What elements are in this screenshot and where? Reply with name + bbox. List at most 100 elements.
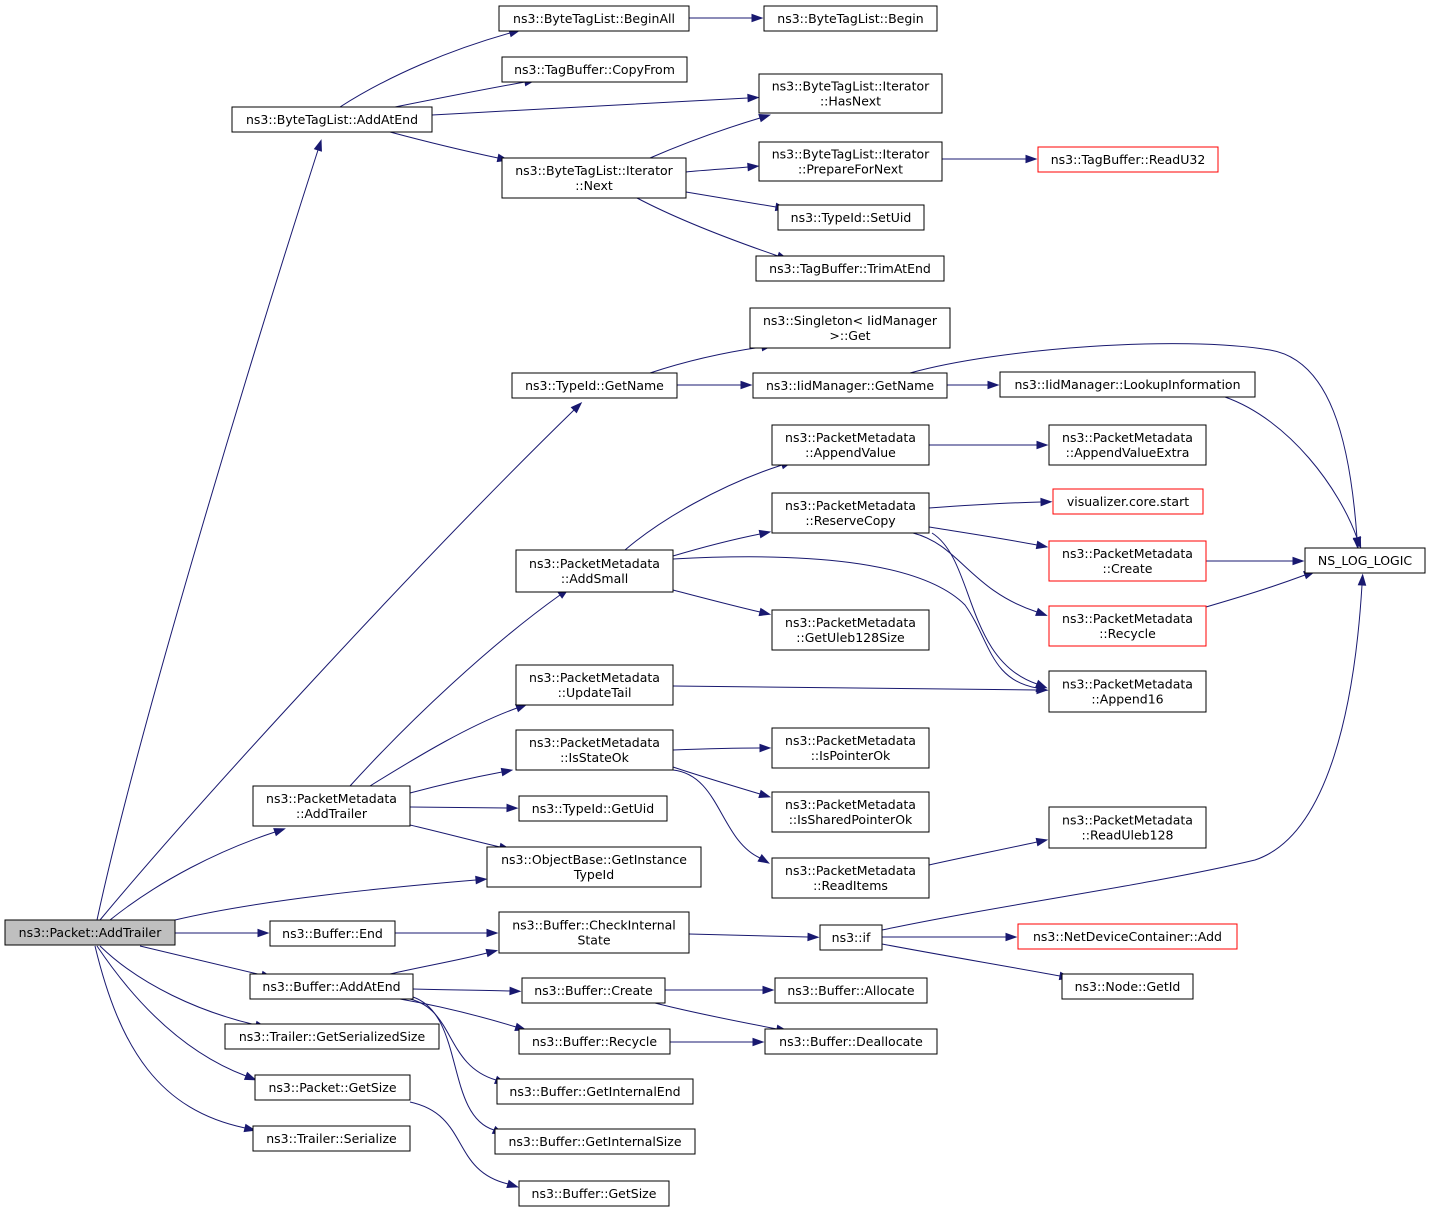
node-tb-copyfrom[interactable]: ns3::TagBuffer::CopyFrom <box>501 56 688 83</box>
node-pm-updatetail[interactable]: ns3::PacketMetadata::UpdateTail <box>515 664 674 706</box>
node-label: ::PrepareForNext <box>798 162 903 177</box>
node-iid-lookup[interactable]: ns3::IidManager::LookupInformation <box>999 371 1256 398</box>
edge-buf_checkinternal-to-ns3_if <box>688 932 820 942</box>
node-box <box>515 664 674 706</box>
node-label: ns3::Buffer::Create <box>534 983 653 998</box>
edge-arrowhead <box>747 162 760 172</box>
node-buf-allocate[interactable]: ns3::Buffer::Allocate <box>774 977 928 1004</box>
edge-line <box>685 166 749 173</box>
edge-arrowhead <box>747 93 760 103</box>
node-box <box>1017 923 1238 950</box>
node-ndc-add[interactable]: ns3::NetDeviceContainer::Add <box>1017 923 1238 950</box>
node-tid-getname[interactable]: ns3::TypeId::GetName <box>511 372 678 399</box>
node-trailer-serialize[interactable]: ns3::Trailer::Serialize <box>252 1125 411 1152</box>
node-pm-getuleb[interactable]: ns3::PacketMetadata::GetUleb128Size <box>771 609 930 651</box>
node-btl-hasnext[interactable]: ns3::ByteTagList::Iterator::HasNext <box>758 73 943 114</box>
edge-line <box>96 945 247 1077</box>
node-tb-readu32[interactable]: ns3::TagBuffer::ReadU32 <box>1037 146 1219 173</box>
edge-btl_next-to-tid_setuid <box>685 191 788 212</box>
node-ns-log-logic[interactable]: NS_LOG_LOGIC <box>1304 547 1426 574</box>
node-box <box>999 371 1256 398</box>
node-ns3-if[interactable]: ns3::if <box>819 924 883 951</box>
node-tb-trimatend[interactable]: ns3::TagBuffer::TrimAtEnd <box>755 255 945 282</box>
node-buf-getinternalsize[interactable]: ns3::Buffer::GetInternalSize <box>494 1128 696 1155</box>
edge-btl_addatend-to-btl_beginall <box>339 28 522 108</box>
node-pm-addtrailer[interactable]: ns3::PacketMetadata::AddTrailer <box>252 785 411 827</box>
node-label: ns3::TagBuffer::TrimAtEnd <box>769 261 931 276</box>
node-pm-recycle[interactable]: ns3::PacketMetadata::Recycle <box>1048 605 1207 647</box>
node-btl-begin[interactable]: ns3::ByteTagList::Begin <box>763 5 938 32</box>
node-pm-readuleb[interactable]: ns3::PacketMetadata::ReadUleb128 <box>1048 806 1207 849</box>
node-label: ns3::PacketMetadata <box>1062 677 1193 692</box>
edge-arrowhead <box>758 529 772 539</box>
edge-line <box>99 945 257 1026</box>
node-pm-appendvalue[interactable]: ns3::PacketMetadata::AppendValue <box>771 424 930 466</box>
edge-line <box>409 824 501 848</box>
node-box <box>758 73 943 114</box>
node-singleton-get[interactable]: ns3::Singleton< IidManager>::Get <box>749 307 951 349</box>
node-buf-deallocate[interactable]: ns3::Buffer::Deallocate <box>764 1028 938 1055</box>
node-addtrailer[interactable]: ns3::Packet::AddTrailer <box>4 919 176 946</box>
node-pm-issharedpointerok[interactable]: ns3::PacketMetadata::IsSharedPointerOk <box>771 791 930 833</box>
node-box <box>269 920 396 947</box>
node-pm-readitems[interactable]: ns3::PacketMetadata::ReadItems <box>771 857 930 899</box>
node-iid-getname[interactable]: ns3::IidManager::GetName <box>752 372 948 399</box>
edge-buf_addatend-to-buf_getinternalsize <box>412 996 505 1135</box>
node-buf-create[interactable]: ns3::Buffer::Create <box>521 977 666 1004</box>
edge-arrowhead <box>758 789 771 798</box>
node-pm-isstateok[interactable]: ns3::PacketMetadata::IsStateOk <box>515 729 674 771</box>
node-btl-addatend[interactable]: ns3::ByteTagList::AddAtEnd <box>231 106 433 133</box>
edge-line <box>431 97 749 116</box>
edge-line <box>672 747 761 751</box>
node-pm-append16[interactable]: ns3::PacketMetadata::Append16 <box>1048 670 1207 713</box>
node-buf-end[interactable]: ns3::Buffer::End <box>269 920 396 947</box>
node-pm-appendvalueextra[interactable]: ns3::PacketMetadata::AppendValueExtra <box>1048 424 1207 466</box>
node-box <box>771 727 930 769</box>
node-btl-preparefornext[interactable]: ns3::ByteTagList::Iterator::PrepareForNe… <box>758 141 943 182</box>
edge-arrowhead <box>570 401 583 414</box>
edge-arrowhead <box>807 932 820 942</box>
node-box <box>1061 973 1194 1000</box>
edge-line <box>369 707 518 787</box>
edge-pkt_getsize-to-buf_getsize <box>409 1101 519 1188</box>
node-box <box>4 919 176 946</box>
node-tid-setuid[interactable]: ns3::TypeId::SetUid <box>777 204 925 231</box>
node-label: ns3::ObjectBase::GetInstance <box>501 852 687 867</box>
node-buf-recycle[interactable]: ns3::Buffer::Recycle <box>518 1028 671 1055</box>
edge-line <box>672 766 761 795</box>
node-trailer-getsersize[interactable]: ns3::Trailer::GetSerializedSize <box>224 1023 440 1050</box>
node-buf-addatend[interactable]: ns3::Buffer::AddAtEnd <box>249 973 414 1000</box>
node-tid-getuid[interactable]: ns3::TypeId::GetUid <box>518 795 668 822</box>
node-vis-start[interactable]: visualizer.core.start <box>1052 488 1204 515</box>
node-box <box>1052 488 1204 515</box>
node-label: ns3::Packet::GetSize <box>268 1080 396 1095</box>
node-label: ::Recycle <box>1099 626 1156 641</box>
edge-arrowhead <box>500 767 514 777</box>
edge-line <box>399 998 517 1028</box>
node-pkt-getsize[interactable]: ns3::Packet::GetSize <box>254 1074 411 1101</box>
edge-ns3_if-to-ndc_add <box>882 932 1018 942</box>
edge-btl_addatend-to-btl_hasnext <box>431 93 760 116</box>
node-label: ns3::ByteTagList::Begin <box>777 11 923 26</box>
node-pm-ispointerok[interactable]: ns3::PacketMetadata::IsPointerOk <box>771 727 930 769</box>
node-pm-addsmall[interactable]: ns3::PacketMetadata::AddSmall <box>515 549 674 593</box>
node-label: ns3::Buffer::GetInternalSize <box>508 1134 681 1149</box>
edge-arrowhead <box>1005 932 1018 942</box>
node-label: NS_LOG_LOGIC <box>1318 553 1413 568</box>
node-btl-beginall[interactable]: ns3::ByteTagList::BeginAll <box>498 5 690 32</box>
node-label: ns3::PacketMetadata <box>1062 611 1193 626</box>
node-pm-create[interactable]: ns3::PacketMetadata::Create <box>1048 540 1207 582</box>
node-pm-reservecopy[interactable]: ns3::PacketMetadata::ReserveCopy <box>771 492 930 534</box>
node-btl-next[interactable]: ns3::ByteTagList::Iterator::Next <box>501 157 687 199</box>
node-buf-getsize[interactable]: ns3::Buffer::GetSize <box>518 1180 670 1207</box>
edge-line <box>688 933 809 938</box>
node-box <box>518 1180 670 1207</box>
node-label: ::AppendValueExtra <box>1066 445 1190 460</box>
edge-arrowhead <box>1036 440 1049 450</box>
node-node-getid[interactable]: ns3::Node::GetId <box>1061 973 1194 1000</box>
edge-line <box>389 952 488 975</box>
node-buf-getinternalend[interactable]: ns3::Buffer::GetInternalEnd <box>496 1078 694 1105</box>
